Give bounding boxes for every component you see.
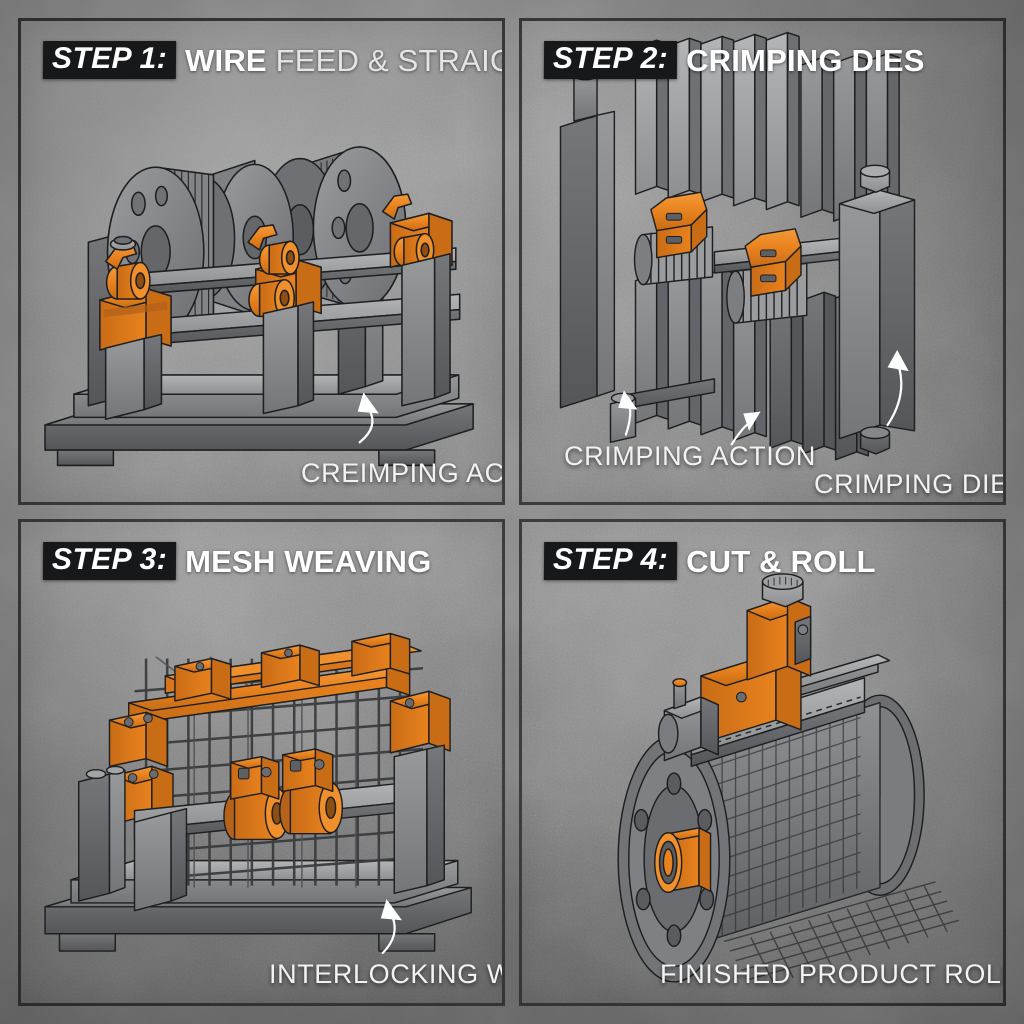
callout-label-crimping-dies: CRIMPING DIES: [814, 469, 1006, 499]
callout-label-interlocking-weave: INTERLOCKING WEAVE: [269, 959, 502, 989]
panel-step-3[interactable]: STEP 3: MESH WEAVING: [18, 519, 505, 1006]
panel-step-4[interactable]: STEP 4: CUT & ROLL: [519, 519, 1006, 1006]
machine-cut-and-roll-drum: [617, 573, 959, 985]
step-badge-1: STEP 1:: [42, 41, 177, 79]
panel-step-1[interactable]: STEP 1: WIRE FEED & STRAIGHTEING: [18, 18, 505, 505]
callout-label-finished-product-rollup: FINISHED PRODUCT ROLL-UP: [660, 959, 1003, 989]
panel-4-title-bold: CUT & ROLL: [686, 543, 876, 579]
panel-1-title-light: FEED & STRAIGHTEING: [275, 42, 505, 78]
panel-1-title-bold: WIRE: [185, 42, 267, 78]
step-badge-2: STEP 2:: [543, 41, 678, 79]
panel-3-title-bold: MESH WEAVING: [185, 543, 432, 579]
callout-label-crimping-action: CRIMPING ACTION: [564, 441, 817, 471]
panel-4-header: STEP 4: CUT & ROLL: [543, 542, 993, 580]
panel-step-2[interactable]: STEP 2: CRIMPING DIES: [519, 18, 1006, 505]
panel-4-title: CUT & ROLL: [686, 546, 876, 577]
machine-mesh-weaving-loom: [44, 632, 472, 955]
step-badge-4: STEP 4:: [543, 542, 678, 580]
panel-1-header: STEP 1: WIRE FEED & STRAIGHTEING: [42, 41, 502, 79]
panel-2-header: STEP 2: CRIMPING DIES: [543, 41, 993, 79]
panel-2-title: CRIMPING DIES: [686, 45, 925, 76]
machine-crimping-die-stack: [559, 31, 916, 461]
panel-3-header: STEP 3: MESH WEAVING: [42, 542, 492, 580]
machine-wire-spool-rack: [44, 146, 474, 467]
step-badge-3: STEP 3:: [42, 542, 177, 580]
panel-2-title-bold: CRIMPING DIES: [686, 42, 925, 78]
panel-1-title: WIRE FEED & STRAIGHTEING: [185, 42, 505, 78]
panel-3-title: MESH WEAVING: [185, 546, 431, 577]
callout-label-creimping-action: CREIMPING ACTION: [301, 458, 505, 488]
